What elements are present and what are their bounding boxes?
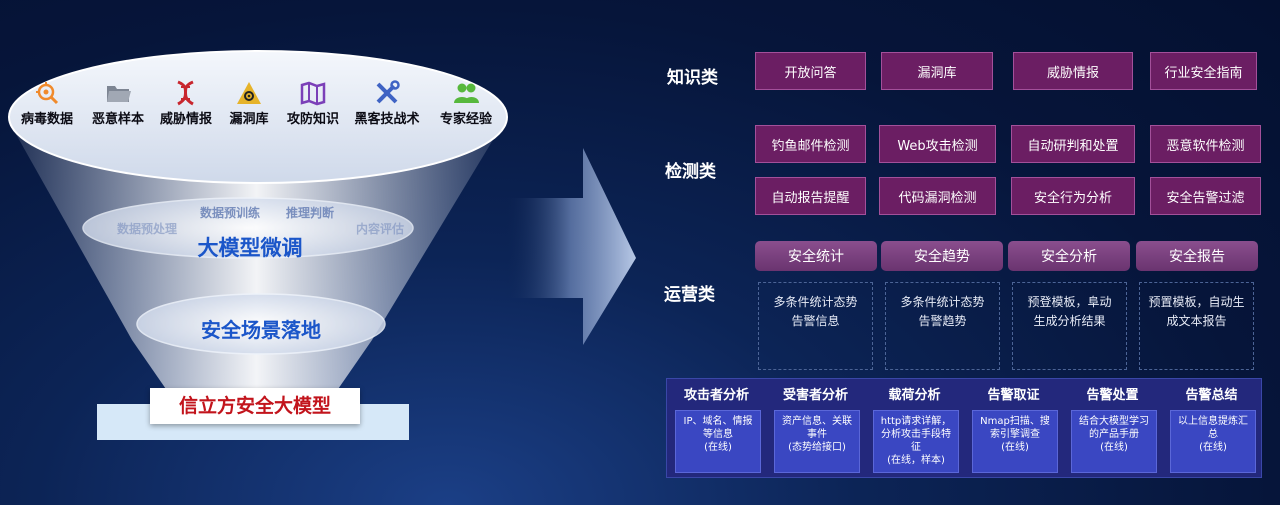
right-arrow	[505, 148, 636, 345]
analysis-column: 载荷分析 http请求详解， 分析攻击手段特征 (在线，样本)	[865, 379, 964, 479]
analysis-column: 告警总结以上信息提炼汇总 (在线)	[1162, 379, 1261, 479]
folder-icon	[107, 86, 131, 102]
analysis-detail-line: 等信息	[703, 429, 733, 440]
tools-icon	[376, 80, 400, 104]
source-label: 黑客技战术	[354, 112, 420, 127]
analysis-detail: http请求详解， 分析攻击手段特征 (在线，样本)	[873, 410, 959, 473]
biohazard-icon	[237, 82, 261, 104]
analysis-detail-line: http请求详解，	[880, 416, 952, 427]
operations-description: 多条件统计态势 告警趋势	[885, 282, 1000, 370]
analysis-title: 告警总结	[1185, 388, 1238, 403]
analysis-column: 受害者分析资产信息、关联事件 (态势给接口)	[766, 379, 865, 479]
analysis-detail-line: IP、域名、情报	[683, 416, 753, 427]
analysis-title: 载荷分析	[888, 388, 941, 403]
detection-item: 自动研判和处置	[1011, 125, 1135, 163]
detection-item: 安全行为分析	[1011, 177, 1135, 215]
analysis-detail: 以上信息提炼汇总 (在线)	[1170, 410, 1256, 473]
base-label: 信立方安全大模型	[150, 388, 360, 424]
category-label-operations: 运营类	[664, 285, 715, 305]
source-item: 黑客技战术	[351, 80, 423, 127]
analysis-detail-line: 事件	[807, 429, 827, 440]
source-item: 专家经验	[430, 80, 502, 127]
dna-icon	[177, 80, 194, 106]
stage-sub-label: 数据预训练	[200, 206, 261, 220]
funnel-stage-3-ring	[136, 293, 386, 355]
funnel-graphic	[8, 50, 636, 392]
knowledge-item: 开放问答	[755, 52, 866, 90]
stage-title-finetune: 大模型微调	[197, 236, 303, 260]
analysis-detail-line: 征	[911, 442, 921, 453]
analysis-detail-line: 资产信息、关联	[782, 416, 852, 427]
detection-item: 钓鱼邮件检测	[755, 125, 866, 163]
funnel-top-ellipse	[8, 50, 508, 184]
operations-description: 预置模板，自动生 成文本报告	[1139, 282, 1254, 370]
source-item: 病毒数据	[11, 80, 83, 127]
analysis-detail-line: 总	[1208, 429, 1218, 440]
source-item: 恶意样本	[82, 80, 154, 127]
analysis-detail-line: 结合大模型学习	[1079, 416, 1149, 427]
detection-item: 代码漏洞检测	[879, 177, 996, 215]
map-icon	[300, 81, 326, 106]
detection-item: 安全告警过滤	[1150, 177, 1261, 215]
analysis-detail-line: 索引擎调查	[990, 429, 1040, 440]
analysis-title: 攻击者分析	[683, 388, 749, 403]
source-label: 攻防知识	[286, 112, 339, 127]
funnel-stage-2-ring	[82, 197, 414, 259]
detection-item: 自动报告提醒	[755, 177, 866, 215]
operations-pill: 安全分析	[1008, 241, 1130, 271]
source-label: 恶意样本	[91, 112, 144, 127]
analysis-detail-line: (在线)	[1001, 442, 1029, 453]
analysis-detail: IP、域名、情报等信息 (在线)	[675, 410, 761, 473]
knowledge-item: 威胁情报	[1013, 52, 1133, 90]
source-label: 威胁情报	[159, 112, 212, 127]
analysis-detail-line: 分析攻击手段特	[881, 429, 951, 440]
operations-pill: 安全统计	[755, 241, 877, 271]
source-item: 攻防知识	[277, 80, 349, 127]
analysis-detail-line: (在线)	[1100, 442, 1128, 453]
analysis-detail: Nmap扫描、搜索引擎调查 (在线)	[972, 410, 1058, 473]
operations-pill: 安全报告	[1136, 241, 1258, 271]
detection-item: 恶意软件检测	[1150, 125, 1261, 163]
analysis-detail-line: 以上信息提炼汇	[1178, 416, 1248, 427]
knowledge-item: 漏洞库	[881, 52, 993, 90]
operations-description: 预登模板，阜动 生成分析结果	[1012, 282, 1127, 370]
analysis-column: 攻击者分析 IP、域名、情报等信息 (在线)	[667, 379, 766, 479]
source-label: 专家经验	[439, 112, 492, 127]
category-label-knowledge: 知识类	[667, 68, 718, 88]
knowledge-item: 行业安全指南	[1150, 52, 1257, 90]
experts-icon	[454, 83, 479, 103]
operations-pill: 安全趋势	[881, 241, 1003, 271]
analysis-title: 受害者分析	[782, 388, 848, 403]
source-label: 病毒数据	[20, 112, 73, 127]
analysis-title: 告警处置	[1086, 388, 1139, 403]
stage-sub-label: 内容评估	[356, 222, 405, 236]
analysis-title: 告警取证	[987, 388, 1040, 403]
analysis-detail-line: (态势给接口)	[788, 442, 846, 453]
source-label: 漏洞库	[229, 112, 269, 127]
stage-title-landing: 安全场景落地	[201, 318, 321, 342]
stage-sub-label: 数据预处理	[117, 222, 178, 236]
source-item: 漏洞库	[213, 80, 285, 127]
virus-search-icon	[36, 82, 59, 105]
analysis-panel: 攻击者分析 IP、域名、情报等信息 (在线) 受害者分析资产信息、关联事件 (态势给接口…	[666, 378, 1262, 478]
analysis-detail-line: (在线，样本)	[887, 455, 945, 466]
analysis-detail: 资产信息、关联事件 (态势给接口)	[774, 410, 860, 473]
category-label-detection: 检测类	[665, 162, 716, 182]
source-item: 威胁情报	[150, 80, 222, 127]
detection-item: Web攻击检测	[879, 125, 996, 163]
stage-sub-label: 推理判断	[286, 206, 335, 220]
operations-description: 多条件统计态势 告警信息	[758, 282, 873, 370]
analysis-detail-line: (在线)	[1199, 442, 1227, 453]
analysis-detail-line: 的产品手册	[1089, 429, 1139, 440]
analysis-detail: 结合大模型学习的产品手册 (在线)	[1071, 410, 1157, 473]
analysis-detail-line: Nmap扫描、搜	[980, 416, 1050, 427]
analysis-column: 告警处置结合大模型学习的产品手册 (在线)	[1063, 379, 1162, 479]
analysis-column: 告警取证 Nmap扫描、搜索引擎调查 (在线)	[964, 379, 1063, 479]
analysis-detail-line: (在线)	[704, 442, 732, 453]
